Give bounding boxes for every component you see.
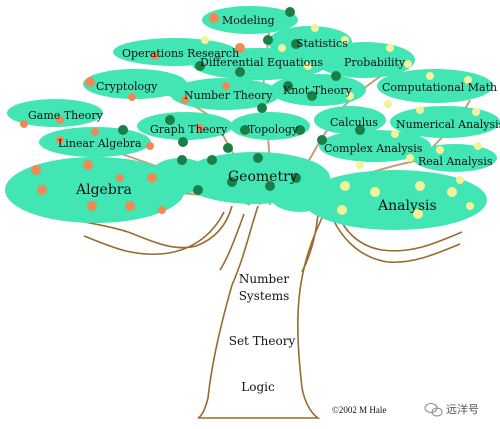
label-knot-theory: Knot Theory [283,84,353,97]
label-graph-theory: Graph Theory [150,123,228,136]
green-fruits [118,7,365,195]
orange-fruits [20,13,245,214]
label-operations-research: Operations Research [122,47,239,60]
label-calculus: Calculus [330,116,378,129]
label-probability: Probability [344,56,406,69]
label-number-systems-line1: Number [239,272,289,286]
trunk-outline [75,205,463,419]
foliage [5,6,500,230]
credit-text: ©2002 M Hale [332,405,386,415]
label-real-analysis: Real Analysis [418,155,493,168]
label-analysis: Analysis [377,198,437,214]
label-number-theory: Number Theory [184,89,273,102]
watermark: 远洋号 [424,402,479,417]
label-numerical-analysis: Numerical Analysis [396,118,500,131]
label-complex-analysis: Complex Analysis [324,142,423,155]
label-number-systems-line2: Systems [239,289,290,303]
label-geometry: Geometry [228,169,298,185]
label-cryptology: Cryptology [96,80,158,93]
label-linear-algebra: Linear Algebra [58,137,142,150]
label-game-theory: Game Theory [28,109,104,122]
yellow-fruits [201,24,482,219]
watermark-text: 远洋号 [446,402,479,416]
label-differential-equations: Differential Equations [200,56,323,69]
trunk-labels: Number Systems Set Theory Logic [229,272,296,394]
label-topology: Topology [248,123,299,136]
label-computational-math: Computational Math [382,81,497,94]
label-modeling: Modeling [222,14,275,27]
label-logic: Logic [241,380,275,394]
label-statistics: Statistics [296,37,348,50]
branch-labels: Modeling Statistics Operations Research … [28,14,500,214]
wechat-icon [424,403,443,417]
label-algebra: Algebra [75,182,132,198]
label-set-theory: Set Theory [229,334,296,348]
